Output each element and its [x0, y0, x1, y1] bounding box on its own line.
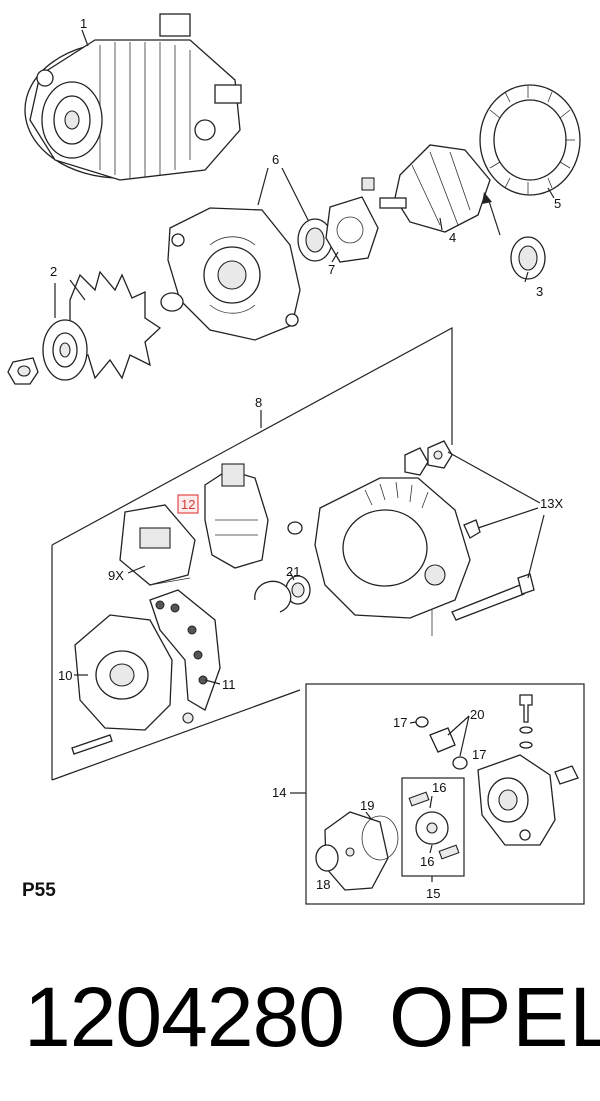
- brush-holder: [204, 463, 269, 569]
- rectifier: [149, 589, 221, 711]
- drive-end-frame: [167, 207, 301, 341]
- part-number: 1204280: [24, 970, 345, 1064]
- callouts: 1 6 5 4 7 2 3 8 13X 12 9X 21 10 11 20 17…: [50, 16, 563, 901]
- leader-lines: [54, 29, 555, 882]
- group-frame-bottom: [51, 689, 301, 781]
- footer: 1204280 OPEL: [24, 962, 600, 1072]
- callout-16a: 16: [432, 780, 446, 795]
- callout-7: 7: [328, 262, 335, 277]
- small-washer: [287, 521, 303, 535]
- rotor-vanes-box: [401, 777, 465, 877]
- callout-10: 10: [58, 668, 72, 683]
- callout-17b: 17: [472, 747, 486, 762]
- callout-12: 12: [181, 497, 195, 512]
- rear-cover: [71, 614, 194, 755]
- brand-name: OPEL: [389, 970, 600, 1064]
- callout-21: 21: [286, 564, 300, 579]
- rear-housing: [314, 477, 471, 636]
- group-frame-top: [51, 326, 453, 546]
- spacer-collar: [160, 292, 184, 312]
- callout-20: 20: [470, 707, 484, 722]
- leader-13x-b: [477, 507, 539, 529]
- pump-housing: [477, 694, 579, 846]
- page-reference: P55: [22, 880, 56, 901]
- fastener-set: [404, 440, 535, 621]
- callout-13x: 13X: [540, 496, 563, 511]
- callout-18: 18: [316, 877, 330, 892]
- leader-13x-a: [447, 451, 541, 504]
- rear-bearing: [510, 236, 546, 280]
- callout-14: 14: [272, 785, 286, 800]
- pump-rotor: [408, 791, 460, 860]
- pump-cover: [315, 811, 399, 891]
- stator: [479, 84, 581, 196]
- callout-6: 6: [272, 152, 279, 167]
- bearing-retainer: [325, 196, 379, 263]
- callout-3: 3: [536, 284, 543, 299]
- callout-5: 5: [554, 196, 561, 211]
- callout-9x: 9X: [108, 568, 124, 583]
- check-valve: [415, 716, 468, 770]
- callout-2: 2: [50, 264, 57, 279]
- callout-4: 4: [449, 230, 456, 245]
- regulator: [119, 504, 196, 586]
- callout-15: 15: [426, 886, 440, 901]
- slip-ring-bearing: [254, 575, 311, 613]
- alternator-assembly: [24, 13, 242, 181]
- callout-19: 19: [360, 798, 374, 813]
- callout-17a: 17: [393, 715, 407, 730]
- callout-12-highlight: 12: [177, 494, 199, 514]
- exploded-parts-diagram: 1 6 5 4 7 2 3 8 13X 12 9X 21 10 11 20 17…: [7, 13, 585, 905]
- callout-1: 1: [80, 16, 87, 31]
- front-bearing: [297, 218, 333, 262]
- callout-8: 8: [255, 395, 262, 410]
- callout-11: 11: [222, 677, 236, 692]
- pulley-fan: [7, 270, 162, 385]
- leader-13x-c: [527, 514, 545, 579]
- callout-16b: 16: [420, 854, 434, 869]
- vacuum-pump-group-box: [305, 683, 585, 905]
